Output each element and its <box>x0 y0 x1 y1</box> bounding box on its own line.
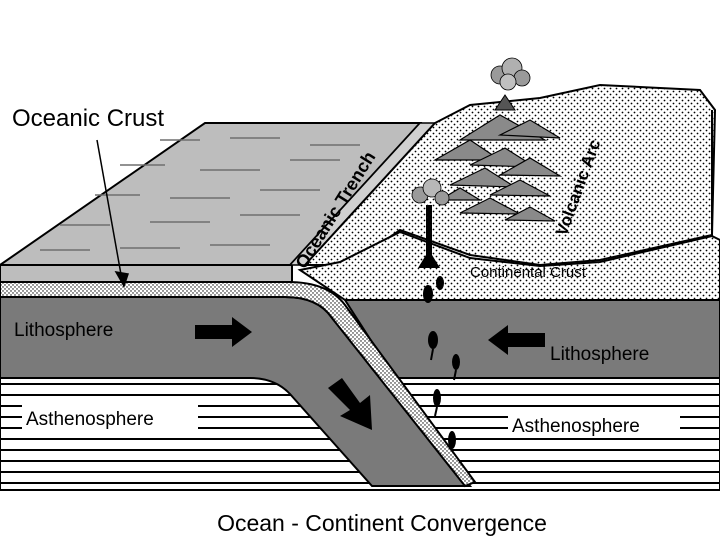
lithosphere-left-label: Lithosphere <box>14 320 113 341</box>
oceanic-crust-pointer <box>96 139 129 288</box>
asthenosphere-left-label-bg <box>22 405 198 431</box>
asthenosphere-right-label-bg <box>508 412 680 438</box>
asthenosphere-right-label: Asthenosphere <box>512 416 640 437</box>
diagram-caption: Ocean - Continent Convergence <box>217 510 547 536</box>
oceanic-crust-label: Oceanic Crust <box>12 105 164 132</box>
continental-crust <box>297 230 720 301</box>
volcano-top <box>490 57 531 111</box>
continental-crust-label: Continental Crust <box>470 264 587 281</box>
volcanic-mountains <box>432 114 563 222</box>
magma-droplets <box>423 276 460 449</box>
arrow-subduction <box>328 378 372 430</box>
ocean-wave-lines <box>40 137 360 251</box>
oceanic-crust-band <box>0 281 477 488</box>
arrow-right-lithosphere-left <box>195 317 252 347</box>
arrow-left-lithosphere-right <box>488 325 545 355</box>
lithosphere-right-label: Lithosphere <box>550 344 649 365</box>
volcano-front <box>411 178 450 268</box>
asthenosphere-left-label: Asthenosphere <box>26 409 154 430</box>
ocean-front-edge <box>0 264 293 283</box>
